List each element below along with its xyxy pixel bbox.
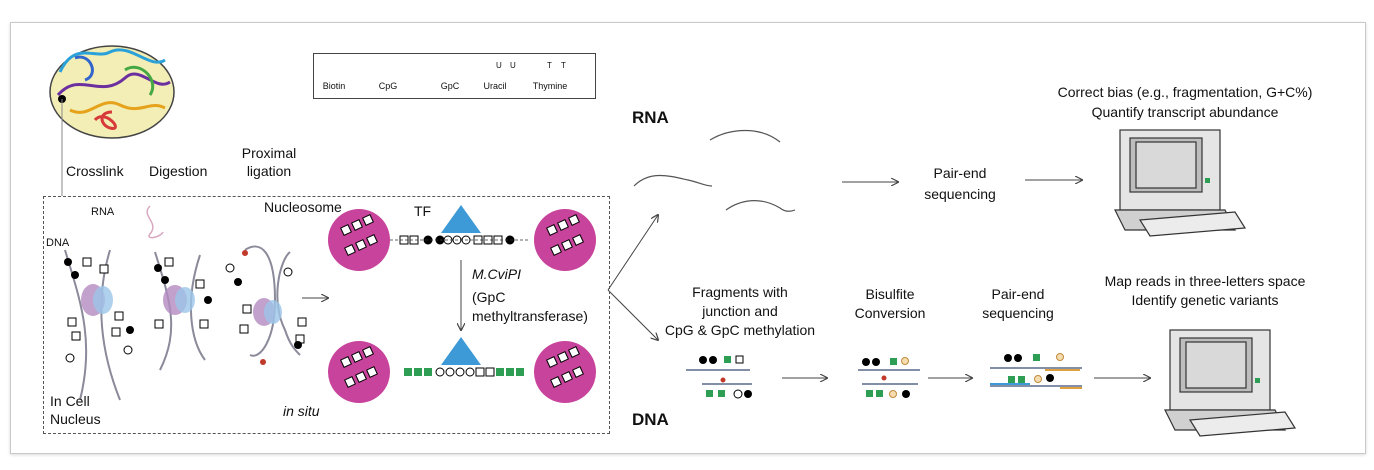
- legend-gpc: GpC: [440, 81, 460, 91]
- label-enzyme: M.CviPI: [472, 266, 521, 282]
- rna-seq-2: sequencing: [924, 186, 996, 202]
- nucleus-illustration: [49, 45, 175, 196]
- rna-result-2: Quantify transcript abundance: [1091, 104, 1279, 120]
- fragments-1: Fragments with: [692, 284, 788, 300]
- crosslinked-chromatin: [64, 205, 307, 401]
- rna-fragments: [633, 130, 796, 212]
- dna-fragments-methylated: [686, 355, 752, 399]
- fragments-2: junction and: [702, 303, 778, 319]
- legend-thymine: Thymine: [532, 81, 568, 91]
- legend-uracil: Uracil: [483, 81, 507, 91]
- dna-seq-2: sequencing: [982, 305, 1054, 321]
- label-enzyme-desc-2: methyltransferase): [472, 308, 588, 324]
- rna-result-1: Correct bias (e.g., fragmentation, G+C%): [1057, 84, 1313, 100]
- dna-fragments-bisulfite: [858, 357, 920, 398]
- label-nucleosome: Nucleosome: [264, 199, 342, 215]
- uracil-glyph-2: U: [510, 61, 516, 70]
- label-in-cell-2: Nucleus: [50, 411, 101, 427]
- figure-frame: [10, 22, 1366, 454]
- step-proximal-ligation-2: ligation: [246, 163, 292, 179]
- computer-icon-dna: [1164, 329, 1297, 437]
- label-dna-small: DNA: [46, 237, 70, 249]
- dna-result-1: Map reads in three-letters space: [1104, 273, 1306, 289]
- nucleosome-row-after: [328, 337, 596, 403]
- dna-reads: [990, 353, 1082, 389]
- label-rna-small: RNA: [91, 206, 115, 218]
- step-digestion: Digestion: [149, 163, 208, 179]
- step-crosslink: Crosslink: [66, 163, 124, 179]
- legend-biotin: Biotin: [322, 81, 346, 91]
- bisulfite-1: Bisulfite: [865, 286, 915, 302]
- computer-icon-rna: [1114, 129, 1247, 237]
- thymine-glyph-2: T: [561, 61, 566, 70]
- dna-result-2: Identify genetic variants: [1131, 292, 1279, 308]
- label-tf: TF: [414, 203, 432, 219]
- in-situ-box: [43, 196, 610, 434]
- fragments-3: CpG & GpC methylation: [664, 322, 816, 338]
- legend-cpg: CpG: [378, 81, 398, 91]
- label-in-situ: in situ: [283, 403, 320, 419]
- step-proximal-ligation-1: Proximal: [241, 145, 297, 161]
- legend: Biotin CpG GpC Uracil Thymine U U T T: [313, 53, 596, 99]
- rna-seq-1: Pair-end: [933, 165, 987, 181]
- label-in-cell-1: In Cell: [50, 393, 90, 409]
- bisulfite-2: Conversion: [854, 305, 926, 321]
- dna-seq-1: Pair-end: [991, 286, 1045, 302]
- label-dna-branch: DNA: [632, 410, 669, 429]
- uracil-glyph-1: U: [496, 61, 502, 70]
- nucleosome-row-before: [328, 205, 596, 271]
- label-enzyme-desc-1: (GpC: [472, 289, 506, 305]
- label-rna-branch: RNA: [632, 108, 669, 127]
- thymine-glyph-1: T: [547, 61, 552, 70]
